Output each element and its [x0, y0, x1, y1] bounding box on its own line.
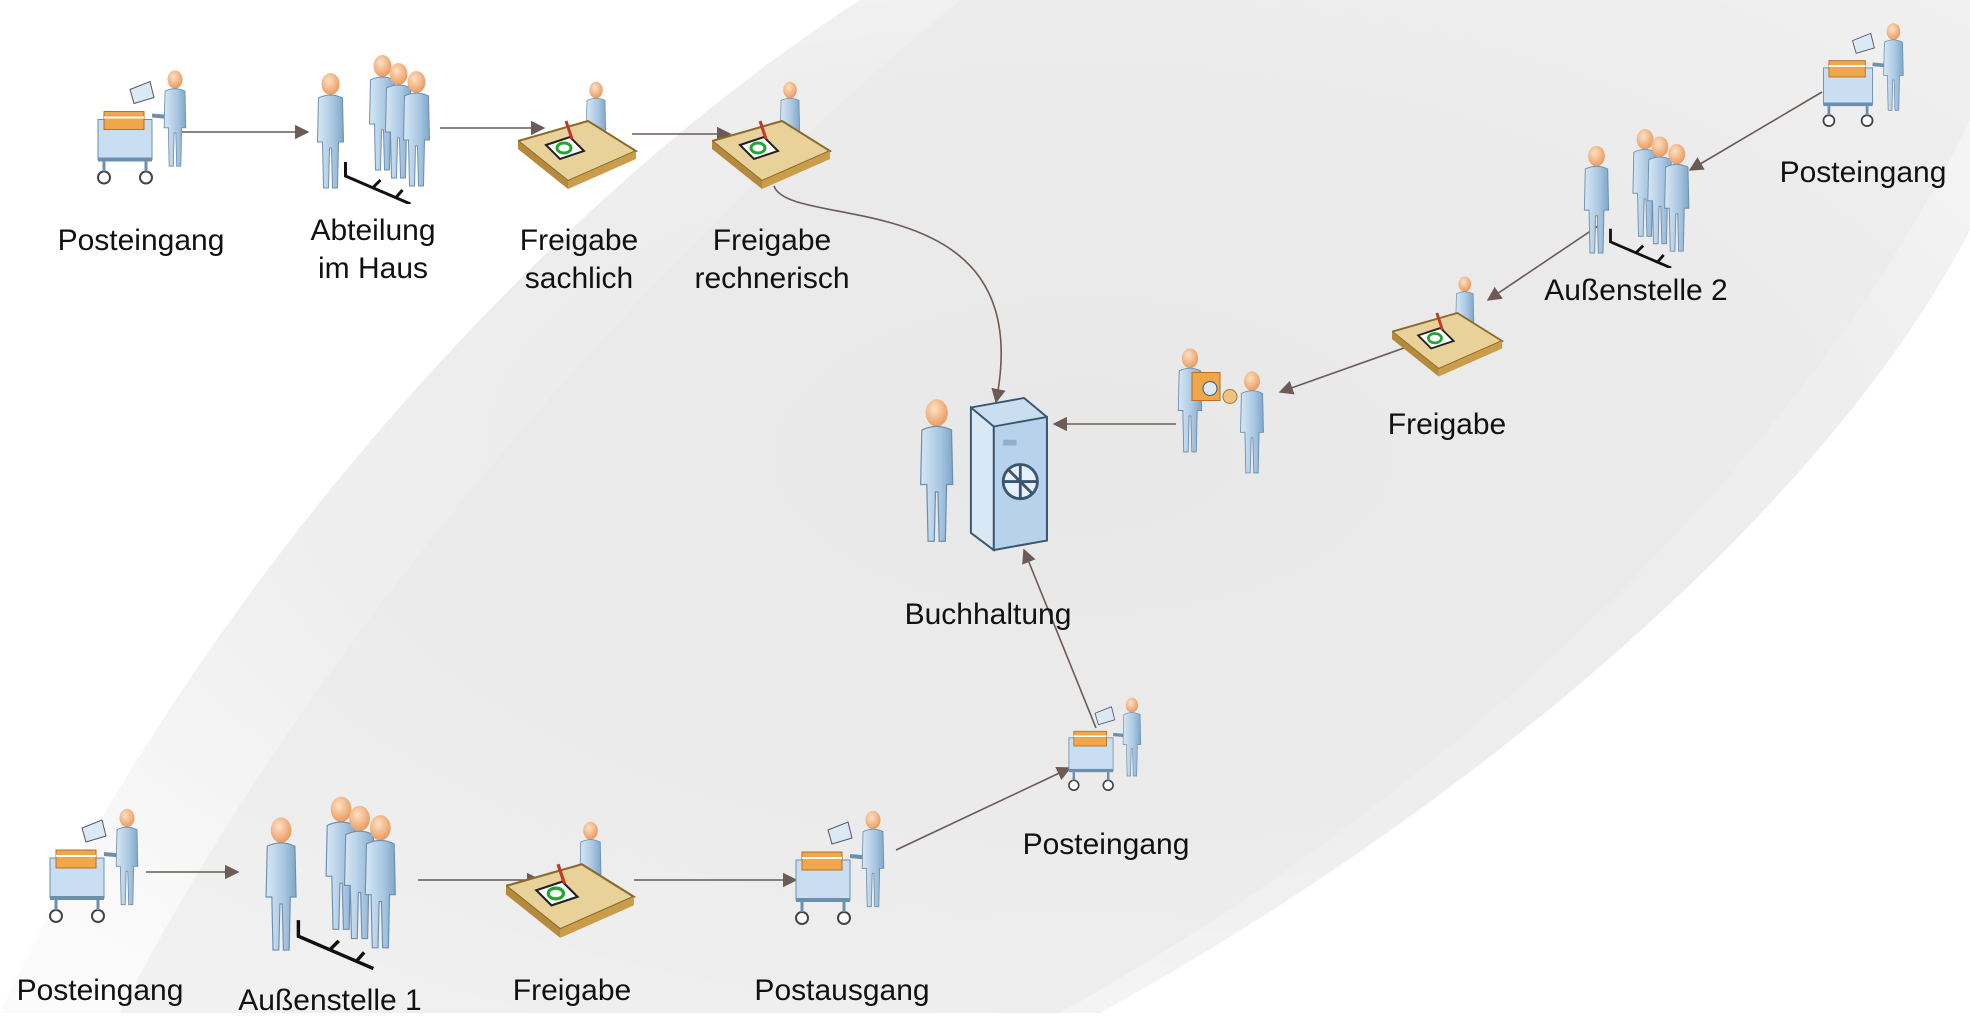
- label-line: Postausgang: [754, 974, 930, 1007]
- label-line: Posteingang: [16, 974, 184, 1007]
- label-freigabe-rechnerisch: Freigabe rechnerisch: [694, 222, 849, 298]
- connector-rechnerisch-to-buchhaltung: [773, 185, 1006, 404]
- label-buchhaltung: Buchhaltung: [905, 596, 1072, 634]
- label-line: Freigabe: [519, 224, 639, 257]
- label-line: Posteingang: [57, 224, 225, 257]
- connector-posteingang-mid-to-buchhaltung: [1022, 548, 1097, 729]
- label-line: rechnerisch: [694, 262, 850, 295]
- label-aussenstelle-1: Außenstelle 1: [238, 982, 421, 1020]
- label-posteingang-mid: Posteingang: [1023, 826, 1190, 864]
- connector-freigabe-to-exchange: [1278, 347, 1405, 395]
- label-aussenstelle-2: Außenstelle 2: [1544, 272, 1727, 310]
- label-line: sachlich: [524, 262, 634, 295]
- label-line: im Haus: [317, 252, 429, 285]
- label-postausgang: Postausgang: [754, 972, 929, 1010]
- connector-postausgang-to-posteingang-mid: [895, 767, 1072, 851]
- safe-icon: [921, 398, 1047, 550]
- label-line: Freigabe: [512, 974, 632, 1007]
- label-posteingang-bottom-left: Posteingang: [17, 972, 184, 1010]
- label-line: Freigabe: [712, 224, 832, 257]
- label-line: Posteingang: [1779, 156, 1947, 189]
- label-line: Außenstelle 1: [238, 984, 422, 1017]
- label-posteingang-top-right: Posteingang: [1780, 154, 1947, 192]
- connector-posteingang-right-to-aussenstelle-2: [1688, 91, 1823, 171]
- label-posteingang-top-left: Posteingang: [58, 222, 225, 260]
- label-line: Abteilung: [310, 214, 436, 247]
- connector-aussenstelle-2-to-freigabe: [1486, 221, 1605, 301]
- label-line: Buchhaltung: [904, 598, 1072, 631]
- label-abteilung: Abteilung im Haus: [310, 212, 435, 288]
- label-freigabe-bottom: Freigabe: [513, 972, 631, 1010]
- connectors: [146, 91, 1823, 888]
- label-line: Freigabe: [1387, 408, 1507, 441]
- label-line: Posteingang: [1022, 828, 1190, 861]
- label-line: Außenstelle 2: [1544, 274, 1728, 307]
- label-freigabe-right: Freigabe: [1388, 406, 1506, 444]
- label-freigabe-sachlich: Freigabe sachlich: [520, 222, 638, 298]
